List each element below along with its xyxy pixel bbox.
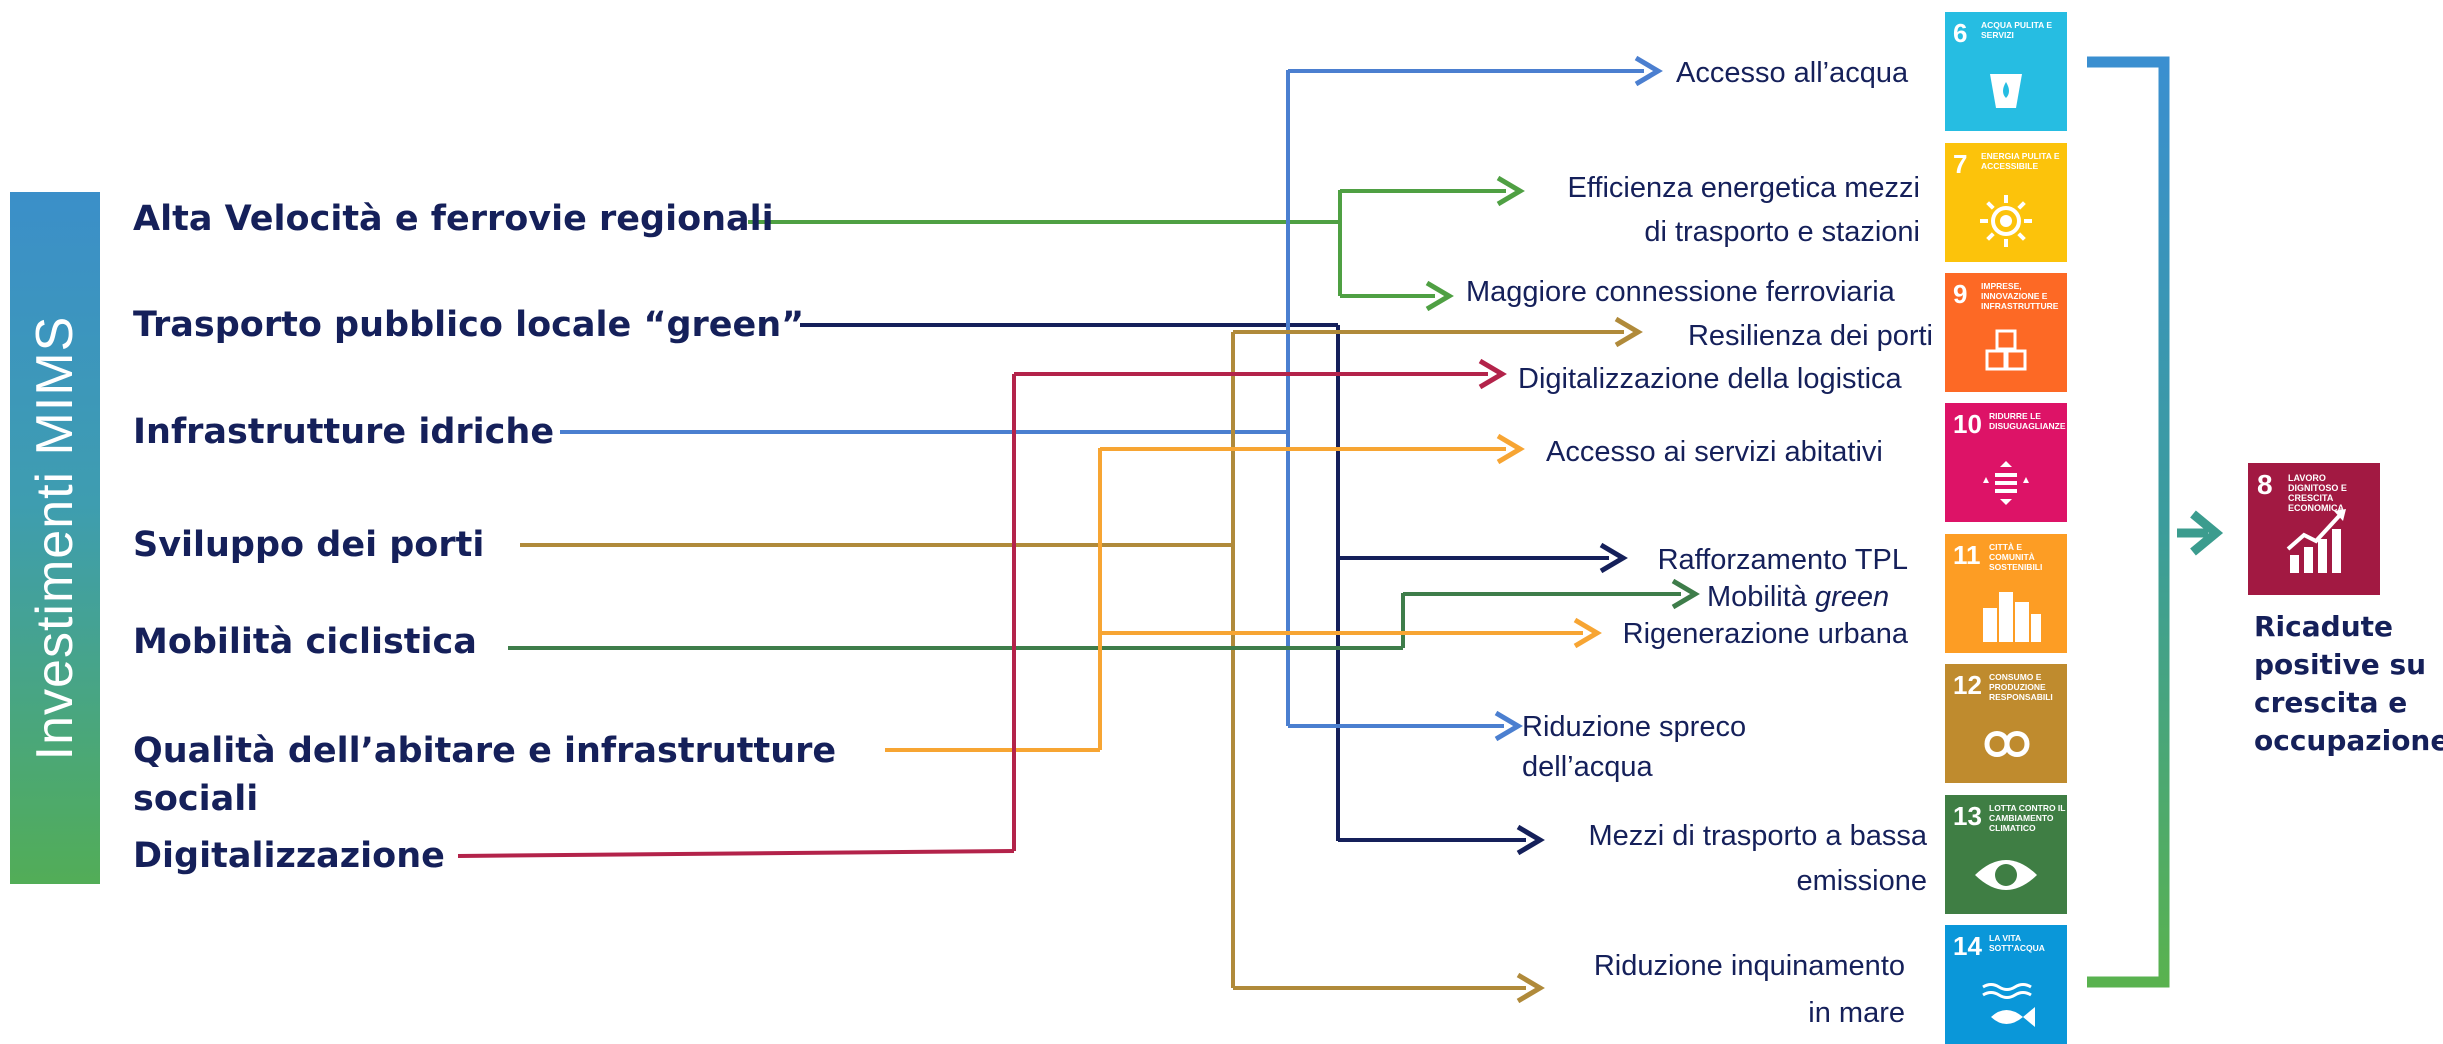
investment-digitalizzazione: Digitalizzazione — [133, 836, 445, 876]
outcome-accesso-acqua: Accesso all’acqua — [1676, 57, 1909, 89]
sdg-6-tile: 6 Acqua pulita e servizi — [1945, 12, 2067, 131]
sdg-14-label: La vita sott'acqua — [1989, 933, 2045, 953]
sdg-6-label: Acqua pulita e servizi — [1981, 20, 2052, 40]
growth-chart-icon — [2286, 509, 2346, 573]
cubes-icon — [1985, 329, 2027, 371]
sdg-10-label: Ridurre le disuguaglianze — [1989, 411, 2066, 431]
arrow-tpl-rafforzamento-head — [1599, 542, 1628, 574]
arrow-av-ferroviaria-head — [1425, 280, 1454, 312]
arrow-cicl-mobilita-head — [1671, 578, 1700, 610]
sdg-11-number: 11 — [1953, 540, 1981, 570]
ricadute-line-4: occupazione — [2254, 724, 2443, 757]
sdg-8-number: 8 — [2257, 469, 2273, 500]
sdg-11-label: Città e comunità sostenibili — [1989, 542, 2043, 572]
outcome-mobilita-green: Mobilità green — [1707, 578, 1889, 616]
investment-infrastrutture-idriche: Infrastrutture idriche — [133, 412, 555, 452]
eye-globe-icon — [1975, 860, 2037, 890]
arrow-abit-rigenerazione-head — [1573, 617, 1602, 649]
water-drop-icon — [1990, 74, 2022, 108]
ricadute-line-2: positive su — [2254, 648, 2427, 681]
sdg-10-tile: 10 Ridurre le disuguaglianze — [1945, 403, 2067, 522]
sdg-13-number: 13 — [1953, 801, 1982, 831]
investment-tpl-green: Trasporto pubblico locale “green” — [133, 305, 805, 345]
arrow-idr-acqua-head — [1634, 55, 1663, 87]
outcome-riduzione-spreco-line2: dell’acqua — [1522, 751, 1653, 783]
sdg-12-label: Consumo e produzione responsabili — [1989, 672, 2053, 702]
sdg-13-label: Lotta contro il cambiamento climatico — [1989, 803, 2066, 833]
arrow-dig-logistica-head — [1478, 358, 1507, 390]
outcome-connessione-ferroviaria: Maggiore connessione ferroviaria — [1466, 276, 1895, 308]
outcome-riduzione-inquinamento-line2: in mare — [1808, 997, 1905, 1029]
sdg-7-number: 7 — [1953, 149, 1968, 179]
arrow-to-sdg8-head — [2190, 510, 2224, 556]
outcome-accesso-servizi-abitativi: Accesso ai servizi abitativi — [1546, 436, 1883, 468]
sdg-12-tile: 12Consumo e produzione responsabili — [1945, 664, 2067, 783]
sdg-9-label: Imprese, innovazione e infrastrutture — [1981, 281, 2059, 311]
outcome-mobilita-green-italic: green — [1815, 581, 1890, 613]
sdg-bracket — [2087, 56, 2170, 988]
arrow-abit-servizi-head — [1496, 433, 1525, 465]
investment-qualita-abitare-line2: sociali — [133, 779, 259, 819]
sdg-7-tile: 7 Energia pulita e accessibile — [1945, 143, 2067, 262]
investment-qualita-abitare-line1: Qualità dell’abitare e infrastrutture — [133, 731, 837, 771]
sdg-11-tile: 11 Città e comunità sostenibili — [1945, 534, 2067, 653]
sdg-8-label: Lavoro dignitoso e crescita economica — [2288, 473, 2347, 513]
arrow-porti-inquinamento-head — [1516, 972, 1545, 1004]
ricadute-line-3: crescita e — [2254, 686, 2408, 719]
outcome-rigenerazione-urbana: Rigenerazione urbana — [1622, 618, 1908, 650]
infinity-icon — [1984, 731, 2030, 757]
sdg-8-tile: 8 Lavoro dignitoso e crescita economica — [2248, 463, 2380, 595]
investment-sviluppo-porti: Sviluppo dei porti — [133, 525, 485, 565]
sdg-12-number: 12 — [1953, 670, 1982, 700]
sdg-9-tile: 9 Imprese, innovazione e infrastrutture — [1945, 273, 2067, 392]
ricadute-text: Ricadute positive su crescita e occupazi… — [2254, 608, 2443, 760]
outcome-riduzione-spreco-line1: Riduzione spreco — [1522, 711, 1747, 743]
outcome-efficienza-line1: Efficienza energetica mezzi — [1567, 172, 1920, 204]
city-icon — [1983, 592, 2041, 642]
outcome-rafforzamento-tpl: Rafforzamento TPL — [1657, 544, 1908, 576]
investment-alta-velocita: Alta Velocità e ferrovie regionali — [133, 199, 774, 239]
ricadute-line-1: Ricadute — [2254, 610, 2394, 643]
outcome-efficienza-line2: di trasporto e stazioni — [1644, 216, 1920, 248]
arrow-tpl-mezzi-head — [1516, 824, 1545, 856]
outcome-mezzi-bassa-emissione-line1: Mezzi di trasporto a bassa — [1588, 820, 1927, 852]
sdg-13-tile: 13Lotta contro il cambiamento climatico — [1945, 795, 2067, 914]
outcome-mezzi-bassa-emissione-line2: emissione — [1796, 865, 1927, 897]
sdg-9-number: 9 — [1953, 279, 1968, 309]
arrow-av-efficienza-head — [1496, 175, 1525, 207]
arrow-idr-spreco-head — [1494, 710, 1523, 742]
sdg-7-label: Energia pulita e accessibile — [1981, 151, 2060, 171]
sdg-6-number: 6 — [1953, 18, 1968, 48]
investimenti-side-banner: Investimenti MIMS — [10, 192, 100, 884]
sun-icon — [1980, 195, 2032, 247]
fish-icon — [1982, 983, 2035, 1027]
sdg-14-number: 14 — [1953, 931, 1982, 961]
outcome-resilienza-porti: Resilienza dei porti — [1687, 320, 1933, 352]
sdg-14-tile: 14 La vita sott'acqua — [1945, 925, 2067, 1044]
investment-mobilita-ciclistica: Mobilità ciclistica — [133, 622, 477, 662]
outcome-riduzione-inquinamento-line1: Riduzione inquinamento — [1593, 950, 1905, 982]
equality-icon — [1983, 461, 2029, 505]
arrow-porti-resilienza-head — [1614, 316, 1643, 348]
line-dig — [457, 849, 1015, 858]
outcome-digitalizzazione-logistica: Digitalizzazione della logistica — [1518, 363, 1902, 395]
sdg-10-number: 10 — [1953, 409, 1982, 439]
outcome-mobilita-green-text: Mobilità — [1707, 581, 1815, 613]
